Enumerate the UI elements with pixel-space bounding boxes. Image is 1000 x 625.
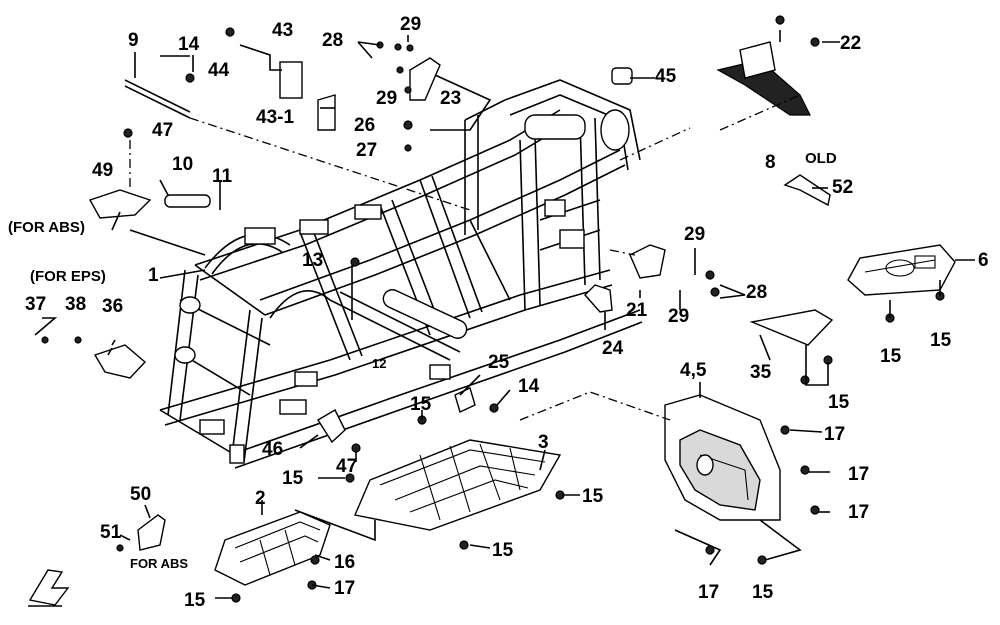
- label-21: 21: [626, 300, 648, 321]
- label-25: 25: [488, 352, 510, 373]
- bracket-36: [93, 344, 147, 379]
- label-43: 43: [272, 20, 293, 41]
- label-47-top: 47: [152, 120, 173, 141]
- skid-plate-center: [354, 439, 562, 531]
- label-15-rear-left: 15: [880, 346, 902, 367]
- label-17-e: 17: [334, 578, 355, 599]
- label-4-5: 4,5: [680, 360, 707, 381]
- label-8: 8: [765, 152, 776, 173]
- bracket-21: [629, 244, 666, 279]
- bracket-50: [137, 514, 166, 551]
- fasteners: [41, 15, 945, 603]
- main-frame: [159, 79, 643, 469]
- label-17-a: 17: [824, 424, 845, 445]
- mud-guard: [664, 394, 781, 521]
- label-29-right-top: 29: [684, 224, 705, 245]
- label-15-skid-bottom: 15: [492, 540, 514, 561]
- label-1: 1: [148, 265, 159, 286]
- note-for-eps: (FOR EPS): [30, 268, 106, 285]
- label-12: 12: [372, 356, 386, 371]
- plate-35: [749, 309, 834, 346]
- bracket-52: [783, 174, 831, 207]
- label-27: 27: [356, 140, 377, 161]
- label-46: 46: [262, 439, 283, 460]
- bushing-45: [611, 67, 633, 85]
- bracket-8: [716, 41, 811, 116]
- label-22: 22: [840, 33, 861, 54]
- label-28-right: 28: [746, 282, 767, 303]
- label-29-top: 29: [400, 14, 421, 35]
- label-15-rear-right: 15: [930, 330, 952, 351]
- label-15-plate: 15: [828, 392, 850, 413]
- label-16: 16: [334, 552, 355, 573]
- label-52: 52: [832, 177, 853, 198]
- label-47-mid: 47: [336, 456, 357, 477]
- label-17-c: 17: [848, 502, 869, 523]
- label-43-1: 43-1: [256, 107, 294, 128]
- leader-lines: [34, 30, 975, 599]
- bracket-46: [317, 409, 346, 444]
- label-29-right-bottom: 29: [668, 306, 689, 327]
- plate-43: [279, 61, 336, 131]
- label-15-guard: 15: [752, 582, 774, 603]
- label-15-mid: 15: [410, 394, 432, 415]
- label-29-mid: 29: [376, 88, 397, 109]
- label-37: 37: [25, 294, 46, 315]
- label-35: 35: [750, 362, 772, 383]
- label-28-top: 28: [322, 30, 343, 51]
- label-36: 36: [102, 296, 123, 317]
- bracket-49: [88, 189, 152, 219]
- label-26: 26: [354, 115, 375, 136]
- bracket-25: [454, 387, 476, 413]
- note-for-abs-small: FOR ABS: [130, 556, 188, 571]
- label-15-front: 15: [184, 590, 206, 611]
- label-38: 38: [65, 294, 86, 315]
- note-old: OLD: [805, 150, 837, 167]
- rod-9: [124, 79, 191, 119]
- label-11: 11: [212, 166, 233, 187]
- label-9: 9: [128, 30, 139, 51]
- label-15-skid-left: 15: [282, 468, 304, 489]
- label-51: 51: [100, 522, 122, 543]
- bracket-23: [409, 57, 441, 101]
- label-2: 2: [255, 488, 266, 509]
- label-49: 49: [92, 160, 113, 181]
- label-45: 45: [655, 66, 677, 87]
- label-15-skid-right: 15: [582, 486, 604, 507]
- label-10: 10: [172, 154, 193, 175]
- label-44: 44: [208, 60, 230, 81]
- label-13: 13: [302, 250, 323, 271]
- note-for-abs: (FOR ABS): [8, 219, 85, 236]
- skid-plate-rear: [847, 244, 956, 296]
- label-17-b: 17: [848, 464, 869, 485]
- label-17-d: 17: [698, 582, 719, 603]
- label-50: 50: [130, 484, 151, 505]
- part-labels: 9 14 44 43 43-1 28 29 29 23 26 27 45 22 …: [8, 14, 989, 611]
- label-6: 6: [978, 250, 989, 271]
- label-23: 23: [440, 88, 461, 109]
- pin-10: [164, 194, 211, 208]
- skid-plate-front: [214, 511, 331, 586]
- label-3: 3: [538, 432, 549, 453]
- label-14-mid: 14: [518, 376, 540, 397]
- label-24: 24: [602, 338, 624, 359]
- label-14-top: 14: [178, 34, 200, 55]
- bracket-24: [584, 284, 613, 313]
- front-direction-arrow-icon: [28, 569, 70, 607]
